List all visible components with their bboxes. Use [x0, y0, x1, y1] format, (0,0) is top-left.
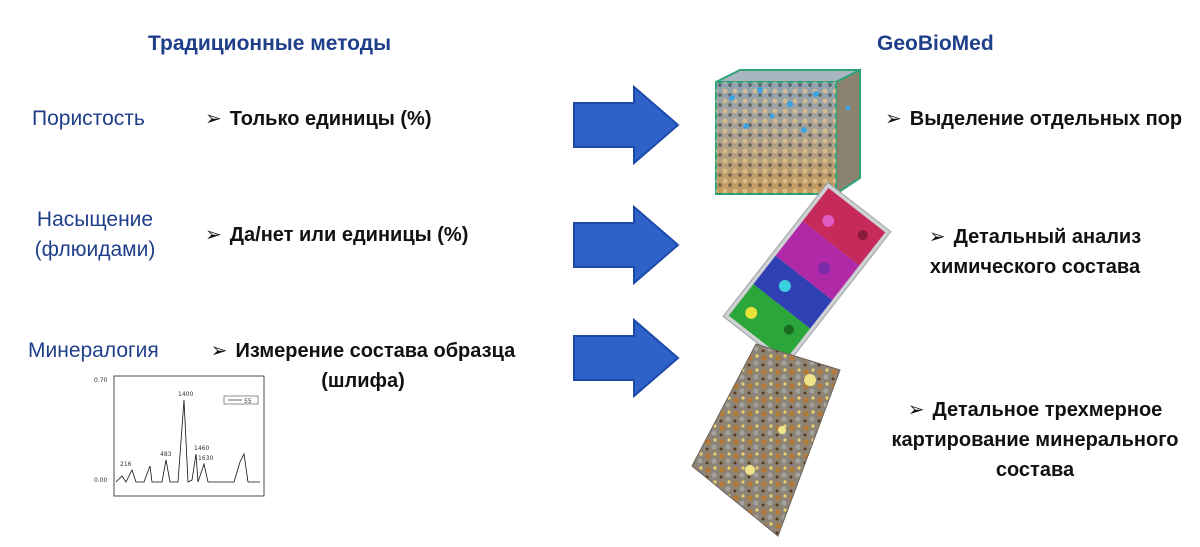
spectrum-ytop: 0.70 [94, 377, 108, 384]
geobiomed-header: GeoBioMed [877, 32, 994, 55]
saturation-chemistry-image [722, 181, 892, 367]
spectrum-peak-1460: 1460 [194, 445, 209, 452]
traditional-methods-header: Традиционные методы [148, 32, 391, 55]
bullet-arrow-icon: ➢ [205, 108, 222, 130]
traditional-saturation: ➢Да/нет или единицы (%) [205, 220, 468, 250]
porosity-cube-image [715, 68, 861, 196]
spectrum-peak-1630: 1630 [198, 455, 213, 462]
bullet-arrow-icon: ➢ [885, 108, 902, 130]
spectrum-peak-483: 483 [160, 451, 172, 458]
geobiomed-saturation: ➢Детальный анализ химического состава [920, 222, 1150, 282]
bullet-arrow-icon: ➢ [210, 340, 228, 362]
geobiomed-mineralogy: ➢Детальное трехмерное картирование минер… [885, 395, 1185, 485]
geobiomed-porosity: ➢Выделение отдельных пор [885, 104, 1182, 134]
arrow-right-icon [573, 84, 680, 166]
spectrum-legend: 55 [244, 398, 252, 405]
bullet-arrow-icon: ➢ [907, 399, 925, 421]
spectrum-plot-image: 55 0.70 0.00 1400 483 1460 1630 216 [94, 375, 265, 497]
spectrum-peak-1400: 1400 [178, 391, 193, 398]
bullet-arrow-icon: ➢ [928, 226, 946, 248]
category-mineralogy: Минералогия [28, 339, 159, 362]
spectrum-ybottom: 0.00 [94, 477, 108, 484]
spectrum-peak-216: 216 [120, 461, 132, 468]
arrow-right-icon [573, 317, 680, 399]
category-saturation: Насыщение (флюидами) [34, 208, 156, 261]
arrow-right-icon [573, 204, 680, 286]
traditional-porosity: ➢Только единицы (%) [205, 104, 431, 134]
traditional-mineralogy: ➢Измерение состава образца (шлифа) [198, 336, 528, 396]
bullet-arrow-icon: ➢ [205, 224, 222, 246]
mineral-map-image [691, 343, 841, 537]
category-porosity: Пористость [32, 107, 145, 130]
